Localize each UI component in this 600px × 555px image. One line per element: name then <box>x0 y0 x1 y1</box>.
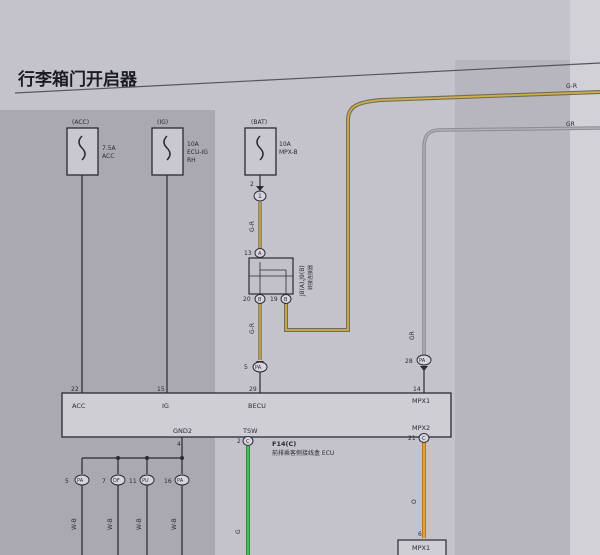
bottom-mpx1-label: MPX1 <box>412 544 430 552</box>
fuse-bat-box <box>244 127 277 176</box>
junction-pin-b: B <box>258 297 262 303</box>
ecu-pin-gnd2: 4 <box>177 441 181 448</box>
ground-label-4: PA <box>177 478 184 484</box>
ecu-pin-ig: 15 <box>157 386 165 393</box>
pa28-pin: 28 <box>405 358 413 365</box>
tsw-terminal: 2 C <box>237 436 254 446</box>
bat-pin: 2 <box>250 181 254 188</box>
ecu-terminal-tsw: TSW <box>242 427 258 435</box>
ground-pin-2: 7 <box>102 478 106 485</box>
fuse-ig-rating: 10A <box>187 141 200 148</box>
wire-label-right-down: GR <box>409 331 416 340</box>
wire-label-bat-top: G-R <box>249 221 256 232</box>
wire-gr-top <box>284 90 600 332</box>
diagram-title: 行李箱门开启器 <box>17 69 138 90</box>
fuse-ig-name: ECU-IG <box>187 149 208 156</box>
ecu-terminal-gnd2: GND2 <box>173 427 192 435</box>
junction-pin-13: 13 <box>244 250 252 257</box>
pa5-label: PA <box>255 365 262 371</box>
junction-pin-a: A <box>258 251 262 257</box>
junction-id: J8(A),J9(B) <box>299 265 306 297</box>
ground-pin-4: 16 <box>164 478 172 485</box>
ecu-pin-acc: 22 <box>71 386 79 393</box>
wire-label-mpx2: O <box>411 499 418 504</box>
ground-label-2: DF <box>113 478 120 484</box>
ecu-pin-tsw-c: C <box>246 439 250 445</box>
ground-pin-3: 11 <box>129 478 137 485</box>
ecu-terminal-mpx2: MPX2 <box>412 424 430 432</box>
fuse-bat-name: MPX-B <box>279 149 298 156</box>
fuse-acc: (ACC) 7.5A ACC <box>66 119 117 176</box>
ground-connector-2: 7 DF <box>102 474 126 486</box>
ecu-pin-mpx2-c: C <box>422 436 426 442</box>
ecu-terminal-mpx1: MPX1 <box>412 397 430 405</box>
fuse-bat-rating: 10A <box>279 141 292 148</box>
ecu-pin-becu: 29 <box>249 386 257 393</box>
wire-label-gr-second: GR <box>566 121 575 128</box>
wire-label-wb-2: W-B <box>107 518 114 530</box>
ecu-terminal-becu: BECU <box>248 402 266 410</box>
wire-label-wb-1: W-B <box>71 518 78 530</box>
fuse-acc-rating: 7.5A <box>102 145 117 152</box>
ground-label-3: PU <box>142 478 149 484</box>
wire-label-bat-mid: G-R <box>249 323 256 334</box>
fuse-ig-box <box>151 127 184 176</box>
wire-label-gr-top: G-R <box>566 83 577 90</box>
ecu-description: 前排乘客侧接线盒 ECU <box>272 449 334 457</box>
ground-label-1: PA <box>77 478 84 484</box>
bottom-pin: 6 <box>418 531 422 538</box>
junction-name: 转接连接器 <box>307 265 314 290</box>
wire-label-wb-3: W-B <box>136 518 143 530</box>
title-underline <box>14 62 600 94</box>
ecu-pin-mpx1: 14 <box>413 386 421 393</box>
fuse-acc-source: (ACC) <box>72 119 89 126</box>
ecu-terminal-acc: ACC <box>72 402 86 410</box>
fuse-ig-source: (IG) <box>157 119 168 126</box>
fuse-ig-name2: RH <box>187 157 196 164</box>
pa5-pin: 5 <box>244 364 248 371</box>
ground-pin-1: 5 <box>65 478 69 485</box>
ecu-pin-tsw: 2 <box>237 438 241 445</box>
bottom-mpx1-box <box>397 539 447 555</box>
junction-pin-19: 19 <box>270 296 278 303</box>
wire-gr-mpx1 <box>422 126 600 393</box>
bat-connector: 2 1 <box>250 181 267 202</box>
wire-label-wb-4: W-B <box>171 518 178 530</box>
fuse-symbol-icon <box>78 135 86 161</box>
pa5-connector: 5 PA <box>244 361 268 393</box>
pa28-connector: 28 PA <box>405 354 432 371</box>
junction-pin-b2: B <box>284 297 288 303</box>
ecu-name: F14(C) <box>272 440 296 448</box>
junction-connector: 13 A J8(A),J9(B) 转接连接器 20 B 19 B <box>243 248 314 304</box>
wire-label-tsw: G <box>235 529 242 534</box>
wb-wires <box>81 485 183 555</box>
ecu-box <box>61 392 452 438</box>
fuse-acc-name: ACC <box>102 153 114 160</box>
fuse-bat: (BAT) 10A MPX-B <box>244 119 298 176</box>
pa28-label: PA <box>419 358 426 364</box>
mpx2-terminal: 21 C <box>408 433 430 443</box>
fuse-symbol-icon <box>256 135 264 161</box>
fuse-acc-box <box>66 127 99 176</box>
fuse-symbol-icon <box>163 135 171 161</box>
ecu-terminal-ig: IG <box>162 402 169 410</box>
fuse-ig: (IG) 10A ECU-IG RH <box>151 119 208 176</box>
bat-connector-label: 1 <box>258 193 262 200</box>
ecu-pin-mpx2: 21 <box>408 435 416 442</box>
junction-pin-20: 20 <box>243 296 251 303</box>
ecu-box-group: 22 15 29 14 ACC IG BECU MPX1 GND2 TSW MP… <box>61 386 452 438</box>
left-shade <box>0 110 215 555</box>
fuse-bat-source: (BAT) <box>251 119 267 126</box>
